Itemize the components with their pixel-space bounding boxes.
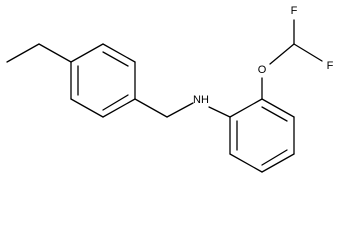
ring-a-inner-double-1 — [102, 51, 129, 67]
bond-carbon-fluorine-right — [293, 43, 323, 62]
aniline-ring — [208, 98, 295, 173]
ring-a-bond-2 — [102, 43, 136, 63]
amine-nh-label: NH — [193, 94, 209, 106]
benzyl-linker — [134, 98, 194, 118]
ring-b-bond-4 — [261, 153, 295, 173]
bond-oxygen-carbon — [269, 43, 295, 65]
fluorine-right-label: F — [327, 60, 334, 72]
ring-b-inner-double-1 — [261, 106, 288, 122]
bond-ch2-nh — [166, 102, 194, 118]
ring-a-inner-double-2 — [102, 94, 129, 111]
ring-b-bond-1 — [229, 98, 263, 118]
ring-b-bond-2 — [261, 98, 295, 118]
bond-ring-ch2 — [134, 98, 168, 118]
bond-nh-ring — [208, 106, 231, 118]
ring-a-bond-1 — [70, 43, 104, 63]
ethyl-group — [6, 43, 72, 63]
ring-b-inner-double-2 — [261, 149, 288, 166]
ring-b-bond-5 — [229, 153, 263, 173]
difluoromethoxy-group — [261, 19, 323, 100]
bond-methylene-ring — [38, 43, 72, 63]
ring-a-bond-5 — [70, 98, 104, 118]
chemical-structure-diagram: NH O F F — [6, 5, 334, 173]
ether-oxygen-label: O — [258, 64, 267, 76]
ring-a-bond-4 — [102, 98, 136, 118]
fluorine-upper-label: F — [291, 5, 298, 17]
ethylphenyl-ring — [70, 43, 136, 118]
bond-methyl-methylene — [6, 43, 40, 63]
